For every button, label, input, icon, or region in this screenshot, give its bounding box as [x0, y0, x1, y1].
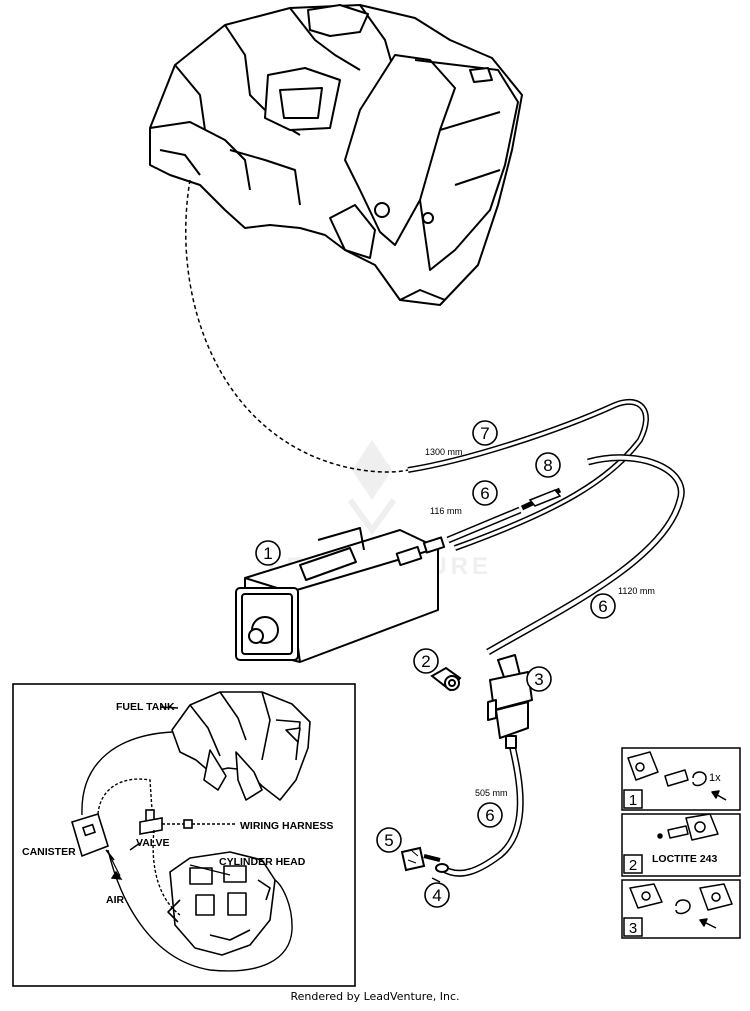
- callout-7: 7: [480, 424, 489, 443]
- hoses: [184, 179, 685, 877]
- legend-loctite: LOCTITE 243: [652, 853, 718, 865]
- callout-4: 4: [432, 886, 441, 905]
- inset-schematic: FUEL TANK CANISTER VALVE WIRING HARNESS …: [12, 683, 356, 987]
- legend-label-3: 3: [629, 920, 637, 937]
- legend-label-2: 2: [629, 857, 637, 874]
- callout-5: 5: [384, 831, 393, 850]
- callout-6-short: 6: [480, 484, 489, 503]
- length-hose-6-long: 1120 mm: [618, 586, 655, 596]
- callout-3: 3: [534, 670, 543, 689]
- callout-2: 2: [421, 652, 430, 671]
- length-hose-6-lower: 505 mm: [475, 788, 508, 798]
- clamp-2: [430, 666, 462, 692]
- callouts: [255, 420, 616, 908]
- callout-6-lower: 6: [485, 806, 494, 825]
- length-hose-7: 1300 mm: [425, 447, 463, 457]
- label-air: AIR: [106, 894, 125, 906]
- label-cylinder-head: CYLINDER HEAD: [219, 856, 306, 868]
- washer-4: [431, 863, 449, 883]
- label-canister: CANISTER: [22, 846, 76, 858]
- fuel-tank-drawing: [149, 4, 523, 306]
- length-hose-6-short: 116 mm: [430, 506, 462, 516]
- callout-1: 1: [263, 544, 272, 563]
- label-fuel-tank: FUEL TANK: [116, 701, 175, 713]
- label-valve: VALVE: [136, 837, 169, 849]
- callout-8: 8: [543, 456, 552, 475]
- tank-vent-line: [184, 179, 409, 473]
- legend: [621, 747, 741, 939]
- valve-3: [487, 654, 533, 749]
- footer-credit: Rendered by LeadVenture, Inc.: [290, 990, 460, 1003]
- label-wiring-harness: WIRING HARNESS: [240, 820, 333, 832]
- legend-label-1: 1: [629, 792, 637, 809]
- canister-drawing: [235, 527, 446, 663]
- legend-icons: [627, 751, 733, 929]
- legend-qty: 1x: [709, 772, 721, 784]
- screw-5: [400, 846, 441, 872]
- hose-7: [407, 398, 649, 551]
- callout-6-long: 6: [598, 597, 607, 616]
